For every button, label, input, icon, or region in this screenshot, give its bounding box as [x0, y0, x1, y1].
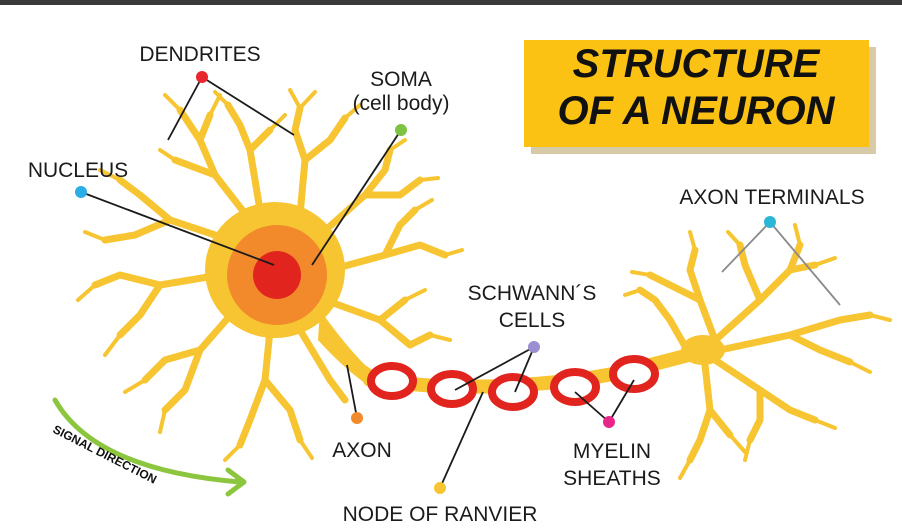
myelin-sheath	[613, 359, 655, 389]
myelin-sheath	[492, 377, 534, 407]
signal-direction-label: SIGNAL DIRECTION	[51, 422, 159, 486]
dendrites-label: DENDRITES	[139, 43, 260, 66]
axon-terminals	[625, 225, 890, 478]
dendrites-dot	[196, 71, 208, 83]
title-box: STRUCTURE OF A NEURON	[524, 40, 876, 154]
myelin-sheaths-dot	[603, 416, 615, 428]
myelin-sheath	[431, 374, 473, 404]
schwann-cells-label-1: SCHWANN´S	[468, 282, 597, 305]
axon-dot	[351, 412, 363, 424]
soma-label: SOMA	[370, 68, 432, 91]
nucleus-dot	[75, 186, 87, 198]
top-border	[0, 0, 902, 5]
myelin-sheaths	[371, 359, 655, 407]
nucleus-label: NUCLEUS	[28, 159, 128, 182]
node-of-ranvier-dot	[434, 482, 446, 494]
nucleus-circle	[253, 251, 301, 299]
title-line-1: STRUCTURE	[573, 42, 821, 86]
myelin-sheath	[371, 366, 413, 396]
node-of-ranvier-label: NODE OF RANVIER	[343, 503, 538, 526]
title-line-2: OF A NEURON	[557, 89, 835, 133]
schwann-cells-dot	[528, 341, 540, 353]
myelin-sheaths-label-1: MYELIN	[573, 440, 651, 463]
axon-terminals-dot	[764, 216, 776, 228]
myelin-sheaths-label-2: SHEATHS	[563, 467, 661, 490]
schwann-cells-label-2: CELLS	[499, 309, 566, 332]
axon-terminals-label: AXON TERMINALS	[679, 186, 864, 209]
soma-dot	[395, 124, 407, 136]
myelin-sheath	[554, 372, 596, 402]
axon-label: AXON	[332, 439, 392, 462]
soma-sub-label: (cell body)	[353, 92, 450, 115]
